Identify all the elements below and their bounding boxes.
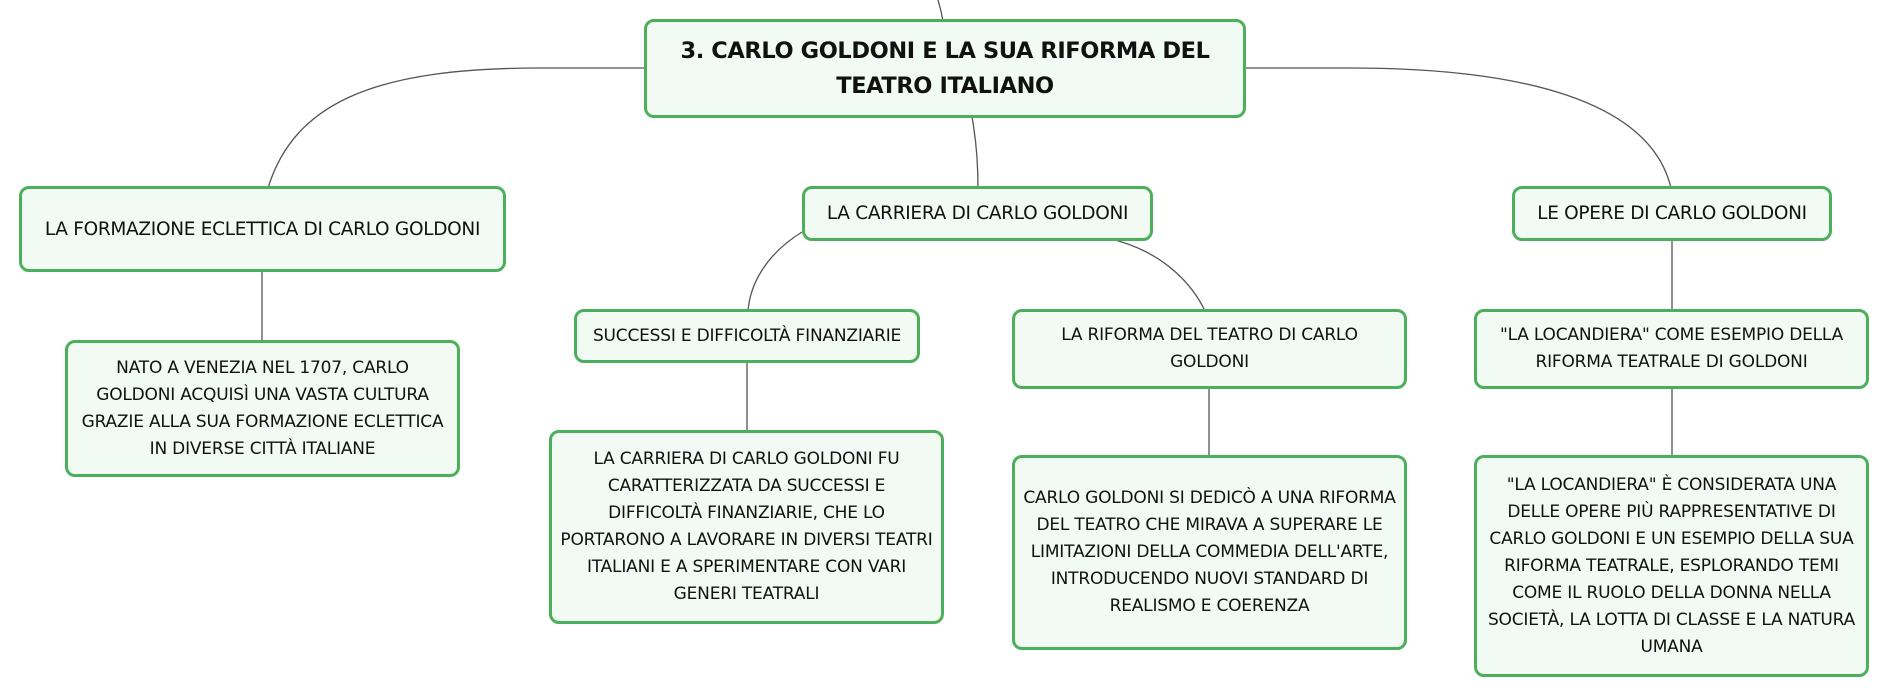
topic-riforma-detail[interactable]: CARLO GOLDONI SI DEDICÒ A UNA RIFORMA DE… <box>1012 455 1407 650</box>
topic-successi-label: SUCCESSI E DIFFICOLTÀ FINANZIARIE <box>592 325 902 346</box>
topic-formazione-label: LA FORMAZIONE ECLETTICA DI CARLO GOLDONI <box>44 218 481 240</box>
topic-riforma[interactable]: LA RIFORMA DEL TEATRO DI CARLO GOLDONI <box>1012 309 1407 389</box>
topic-riforma-label: LA RIFORMA DEL TEATRO DI CARLO GOLDONI <box>1061 325 1358 372</box>
connector-root-carriera <box>971 116 979 189</box>
topic-formazione-detail-text: NATO A VENEZIA NEL 1707, CARLO GOLDONI A… <box>81 357 444 459</box>
connector-carriera-riforma <box>1114 239 1206 312</box>
root-topic-label: 3. CARLO GOLDONI E LA SUA RIFORMA DEL TE… <box>680 37 1210 99</box>
topic-locandiera[interactable]: "LA LOCANDIERA" COME ESEMPIO DELLA RIFOR… <box>1474 309 1869 389</box>
topic-locandiera-label: "LA LOCANDIERA" COME ESEMPIO DELLA RIFOR… <box>1499 325 1844 372</box>
topic-successi-detail[interactable]: LA CARRIERA DI CARLO GOLDONI FU CARATTER… <box>549 430 944 624</box>
topic-successi-detail-text: LA CARRIERA DI CARLO GOLDONI FU CARATTER… <box>560 449 933 604</box>
connector-parent-root <box>937 0 944 22</box>
connector-carriera-successi <box>747 231 803 312</box>
topic-successi[interactable]: SUCCESSI E DIFFICOLTÀ FINANZIARIE <box>574 309 920 363</box>
topic-opere-label: LE OPERE DI CARLO GOLDONI <box>1537 203 1807 224</box>
topic-formazione[interactable]: LA FORMAZIONE ECLETTICA DI CARLO GOLDONI <box>19 186 506 272</box>
topic-locandiera-detail-text: "LA LOCANDIERA" È CONSIDERATA UNA DELLE … <box>1487 474 1856 657</box>
topic-locandiera-detail[interactable]: "LA LOCANDIERA" È CONSIDERATA UNA DELLE … <box>1474 455 1869 677</box>
topic-opere[interactable]: LE OPERE DI CARLO GOLDONI <box>1512 186 1832 241</box>
topic-carriera[interactable]: LA CARRIERA DI CARLO GOLDONI <box>802 186 1153 241</box>
topic-carriera-label: LA CARRIERA DI CARLO GOLDONI <box>826 203 1129 224</box>
connector-root-formazione <box>267 67 645 189</box>
topic-riforma-detail-text: CARLO GOLDONI SI DEDICÒ A UNA RIFORMA DE… <box>1023 488 1396 616</box>
connector-root-opere <box>1245 67 1672 189</box>
root-topic[interactable]: 3. CARLO GOLDONI E LA SUA RIFORMA DEL TE… <box>644 19 1246 118</box>
topic-formazione-detail[interactable]: NATO A VENEZIA NEL 1707, CARLO GOLDONI A… <box>65 340 460 477</box>
